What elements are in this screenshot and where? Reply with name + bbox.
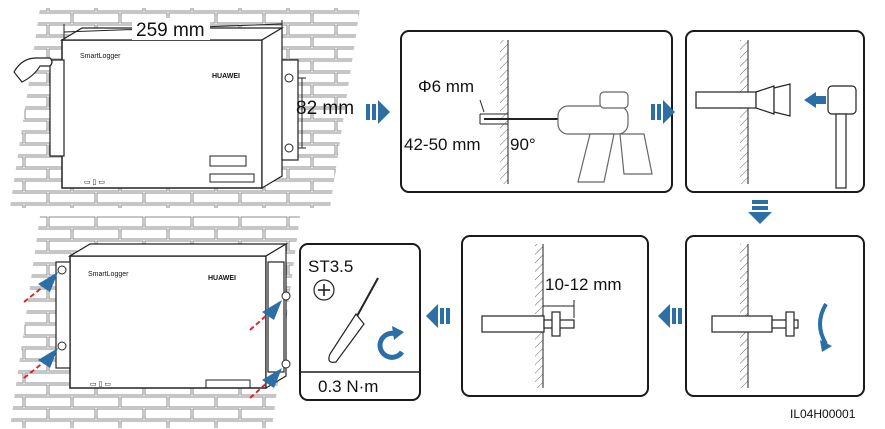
phillips-head-icon [313,279,335,301]
drill-panel: Φ6 mm 42-50 mm 90° [400,30,673,193]
screw-head-bl [57,341,67,351]
brand-logo-text: HUAWEI [212,73,240,80]
smartlogger-device-mounted: SmartLogger HUAWEI ▭ ▯ ▭ [55,242,289,390]
push-arrow-tail [816,96,826,104]
push-arrow-icon [804,92,816,108]
hole-diameter-label: Φ6 mm [418,77,474,96]
flow-arrow-1 [366,100,390,124]
wall-mount-panel: SmartLogger HUAWEI ▭ ▯ ▭ 259 mm 82 mm [10,8,360,208]
mounted-model-name: SmartLogger [88,271,129,278]
screw-path-tr [249,313,269,331]
figure-id: IL04H00001 [790,407,856,421]
bolt-nut-icon [711,311,799,337]
screwdriver-icon [328,277,379,363]
rotate-arrow-icon [818,302,828,346]
hammer-panel [685,30,865,193]
angle-label: 90° [510,135,536,154]
hole-depth-label: 42-50 mm [404,135,481,154]
hammer-icon [827,85,857,189]
screw-head-br [281,359,291,369]
screw-path-bl [23,361,45,379]
smartlogger-device: SmartLogger HUAWEI ▭ ▯ ▭ [49,26,299,190]
hammer-wall-hatch [740,40,748,184]
hole-spacing-label: 82 mm [296,98,354,119]
expansion-bolt-icon [695,83,791,117]
flow-arrow-3 [748,200,772,224]
protrusion-label: 10-12 mm [545,275,622,294]
screw-arrow-tl [38,272,58,292]
screw-head-tr [281,291,291,301]
torque-label: 0.3 N·m [318,377,378,396]
mounted-brand-text: HUAWEI [208,275,236,282]
flow-arrow-5 [426,304,450,328]
tighten-panel [685,235,865,397]
mounted-port-marks: ▭ ▯ ▭ [90,381,111,388]
screw-arrows [23,265,291,399]
screw-arrow-tr [262,300,282,320]
screw-arrow-br [262,368,282,388]
screw-path-br [249,381,269,399]
flow-arrow-4 [658,304,682,328]
width-dimension-label: 259 mm [136,20,205,41]
diameter-leader [479,99,485,113]
rotate-clockwise-icon [377,326,405,360]
power-drill-icon [557,91,653,183]
drill-wall-hatch [500,40,508,184]
model-name: SmartLogger [80,53,121,60]
rotate-arrow-head [820,340,832,352]
torque-panel: ST3.5 0.3 N·m [299,243,421,401]
screw-head-tl [57,265,67,275]
final-mount-panel: SmartLogger HUAWEI ▭ ▯ ▭ [10,216,300,428]
screw-arrow-bl [38,348,58,368]
tighten-panel-frame [685,235,865,397]
width-label-bg [132,18,210,40]
protrusion-panel: 10-12 mm [461,235,649,397]
hand-icon [13,57,53,83]
port-marks: ▭ ▯ ▭ [84,179,105,186]
screw-path-tl [23,285,45,303]
installed-bolt-icon [481,311,575,337]
screw-type-label: ST3.5 [308,257,353,276]
